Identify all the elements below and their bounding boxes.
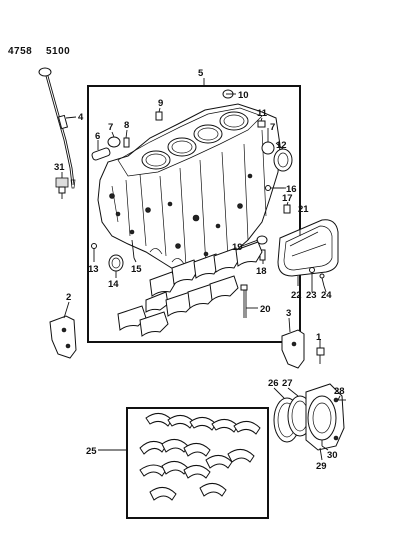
callout-3: 3: [286, 308, 291, 319]
callout-5: 5: [198, 68, 204, 79]
oil-pressure-switch: [55, 177, 69, 199]
main-bearing-caps: [117, 241, 263, 337]
dowel-pin: [91, 147, 111, 161]
bolt-1: [316, 347, 325, 364]
diagram-code-left: 4758: [8, 46, 32, 57]
main-bearing-shells: [139, 413, 261, 501]
callout-26: 26: [268, 378, 279, 389]
callout-13: 13: [88, 264, 99, 275]
plug-9: [155, 111, 163, 121]
plug-11: [257, 120, 266, 128]
callout-22: 22: [291, 290, 302, 301]
callout-12: 12: [276, 140, 287, 151]
callout-7-right: 7: [270, 122, 275, 133]
callout-15: 15: [131, 264, 142, 275]
callout-25: 25: [86, 446, 97, 457]
cup-plug-left: [107, 136, 121, 148]
callout-8: 8: [124, 120, 129, 131]
rear-seal-case: [305, 383, 346, 451]
callout-20: 20: [260, 304, 271, 315]
plug-13: [91, 243, 97, 256]
callout-23: 23: [306, 290, 317, 301]
diagram-code-right: 5100: [46, 46, 70, 57]
screws-23-24: [309, 267, 325, 287]
callout-11: 11: [257, 108, 268, 119]
leader-lines: [61, 78, 341, 461]
callout-16: 16: [286, 184, 297, 195]
callout-31: 31: [54, 162, 65, 173]
callout-21: 21: [298, 204, 309, 215]
bolt-8: [123, 137, 130, 148]
rear-plug: [273, 148, 293, 172]
callout-7-left: 7: [108, 122, 113, 133]
callout-2: 2: [66, 292, 71, 303]
callout-28: 28: [334, 386, 345, 397]
callout-4: 4: [78, 112, 84, 123]
dipstick: [38, 67, 76, 189]
callout-17: 17: [282, 193, 293, 204]
cylinder-block: [97, 103, 281, 277]
rear-seal-gasket: [277, 219, 339, 277]
callout-10: 10: [238, 90, 249, 101]
callout-9: 9: [158, 98, 163, 109]
cup-plug-right: [261, 141, 275, 155]
callout-27: 27: [282, 378, 293, 389]
callout-30: 30: [327, 450, 338, 461]
callout-18: 18: [256, 266, 267, 277]
plug-17: [283, 204, 291, 214]
callout-labels: 1 2 3 4 5 6 7 8 9 10 11 7 12 16 17 31 21…: [54, 68, 345, 472]
callout-29: 29: [316, 461, 327, 472]
cup-plug-14: [108, 254, 124, 272]
callout-24: 24: [321, 290, 332, 301]
callout-1: 1: [316, 332, 322, 343]
bracket-right: [281, 329, 305, 369]
cap-bolt: [240, 284, 248, 318]
callout-19: 19: [232, 242, 243, 253]
callout-6: 6: [95, 131, 100, 142]
callout-14: 14: [108, 279, 119, 290]
bearing-set-group-box: [126, 407, 269, 519]
bracket-left: [49, 315, 77, 359]
pin-15: [131, 239, 135, 259]
